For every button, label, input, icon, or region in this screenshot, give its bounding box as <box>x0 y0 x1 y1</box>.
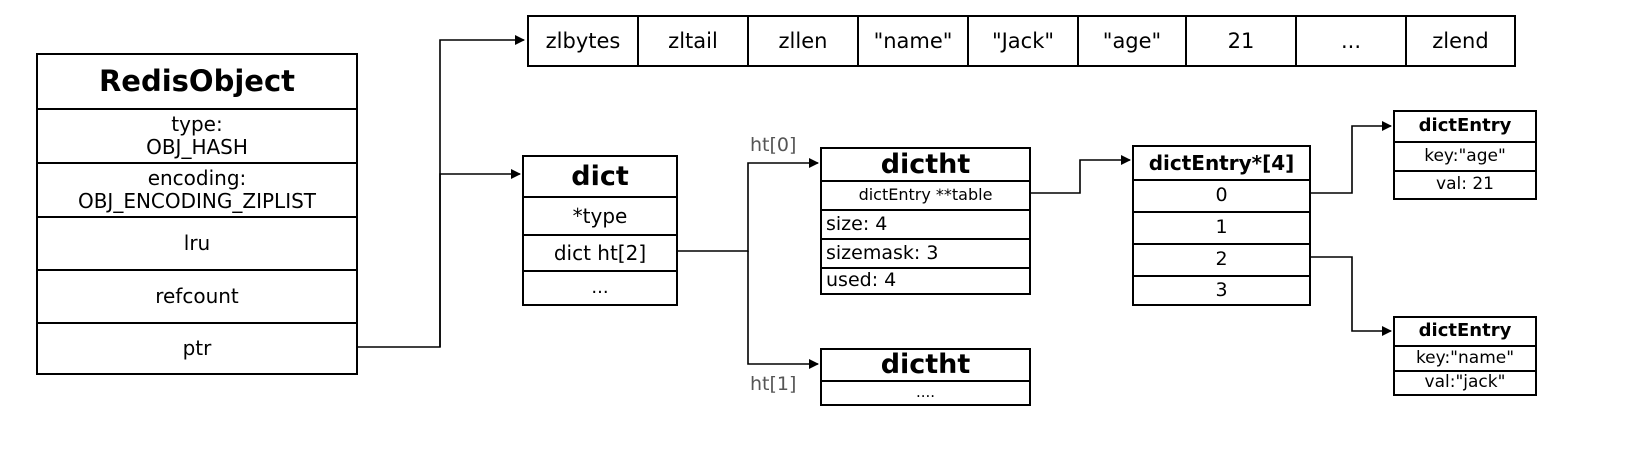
slot0-to-entry-age-arrow <box>1310 121 1392 194</box>
dict-entry-age-val: val: 21 <box>1395 170 1535 198</box>
ziplist-cell-jack: "Jack" <box>967 17 1077 65</box>
encoding-value: OBJ_ENCODING_ZIPLIST <box>77 189 317 213</box>
dict-more: ... <box>524 270 676 304</box>
dictht-1-more: .... <box>822 380 1029 404</box>
table-to-array-arrow <box>1030 155 1131 194</box>
ht0-label: ht[0] <box>750 134 797 156</box>
type-value: OBJ_HASH <box>146 135 248 159</box>
type-label: type: <box>171 112 223 136</box>
redis-object-ptr: ptr <box>38 322 356 373</box>
dict-entry-slot-3: 3 <box>1134 275 1309 304</box>
dict-title: dict <box>571 160 629 192</box>
ziplist-cell-zlbytes: zlbytes <box>545 28 621 53</box>
dict-entry-array-title: dictEntry*[4] <box>1148 150 1295 175</box>
ziplist-cell-age: "age" <box>1077 17 1185 65</box>
dict-ht: dict ht[2] <box>524 234 676 270</box>
ptr-to-dict-arrow <box>439 169 521 347</box>
ht-to-dictht1-arrow <box>747 251 819 369</box>
slot2-to-entry-name-arrow <box>1310 256 1392 336</box>
redis-object: RedisObject type: OBJ_HASH encoding: OBJ… <box>36 53 358 375</box>
dict-entry-slot-1: 1 <box>1134 211 1309 243</box>
ziplist-cell-zllen: zllen <box>747 17 857 65</box>
dict-type: *type <box>524 196 676 234</box>
redis-object-encoding: encoding: OBJ_ENCODING_ZIPLIST <box>38 162 356 216</box>
redis-object-type: type: OBJ_HASH <box>38 108 356 162</box>
dictht-0-table: dictEntry **table <box>822 180 1029 209</box>
dict-entry-slot-2: 2 <box>1134 243 1309 275</box>
dictht-1: dictht .... <box>820 348 1031 406</box>
ziplist-cell-name: "name" <box>857 17 967 65</box>
dict-entry-age-title: dictEntry <box>1418 115 1512 137</box>
dict-entry-age: dictEntry key:"age" val: 21 <box>1393 110 1537 200</box>
encoding-label: encoding: <box>147 166 247 190</box>
dict: dict *type dict ht[2] ... <box>522 155 678 306</box>
dictht-1-title: dictht <box>880 349 971 381</box>
dict-entry-name-title: dictEntry <box>1418 320 1512 342</box>
dictht-0-size: size: 4 <box>822 209 1029 238</box>
ptr-to-ziplist-arrow <box>358 35 525 348</box>
dict-entry-array: dictEntry*[4] 0 1 2 3 <box>1132 145 1311 306</box>
ziplist-cell-zltail: zltail <box>637 17 747 65</box>
dict-entry-name-val: val:"jack" <box>1395 370 1535 394</box>
ht-to-dictht0-arrow <box>678 158 819 252</box>
ziplist-cell-zlend: zlend <box>1405 17 1514 65</box>
dict-entry-name: dictEntry key:"name" val:"jack" <box>1393 316 1537 396</box>
dict-entry-age-key: key:"age" <box>1395 141 1535 170</box>
ziplist-cell-ellipsis: ... <box>1295 17 1405 65</box>
ziplist: zlbytes zltail zllen "name" "Jack" "age"… <box>527 15 1516 67</box>
redis-object-title: RedisObject <box>98 63 296 98</box>
dict-entry-name-key: key:"name" <box>1395 345 1535 370</box>
ht1-label: ht[1] <box>750 373 797 395</box>
dictht-0-sizemask: sizemask: 3 <box>822 238 1029 267</box>
ziplist-cell-21: 21 <box>1185 17 1295 65</box>
redis-object-lru: lru <box>38 216 356 269</box>
dictht-0: dictht dictEntry **table size: 4 sizemas… <box>820 147 1031 295</box>
dictht-0-title: dictht <box>880 148 971 180</box>
dict-entry-slot-0: 0 <box>1134 179 1309 211</box>
redis-object-refcount: refcount <box>38 269 356 322</box>
dictht-0-used: used: 4 <box>822 267 1029 293</box>
